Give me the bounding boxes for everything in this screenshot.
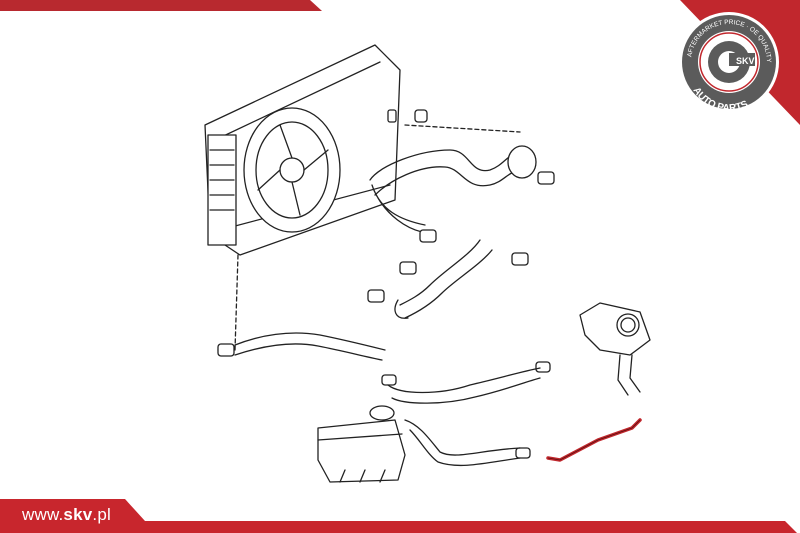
- url-prefix: www.: [22, 505, 64, 524]
- website-url[interactable]: www.skv.pl: [22, 505, 111, 525]
- fan: [243, 107, 341, 233]
- highlighted-coolant-pipe: [546, 418, 642, 462]
- skv-logo: SKV AFTERMARKET PRICE · OE QUALITY AUTO …: [679, 12, 779, 114]
- middle-hose: [399, 239, 493, 319]
- url-name: skv: [63, 505, 93, 524]
- throttle-body: [579, 302, 651, 356]
- top-red-band: [0, 0, 322, 11]
- upper-hose: [369, 149, 523, 196]
- logo-skv-text: SKV: [736, 56, 755, 66]
- url-suffix: .pl: [92, 505, 111, 524]
- lower-hose: [234, 332, 386, 361]
- expansion-tank: [317, 405, 406, 483]
- bottom-red-band: [0, 499, 797, 533]
- hose-clamps: [217, 109, 555, 459]
- cooling-diagram: [204, 44, 651, 483]
- radiator: [204, 44, 401, 256]
